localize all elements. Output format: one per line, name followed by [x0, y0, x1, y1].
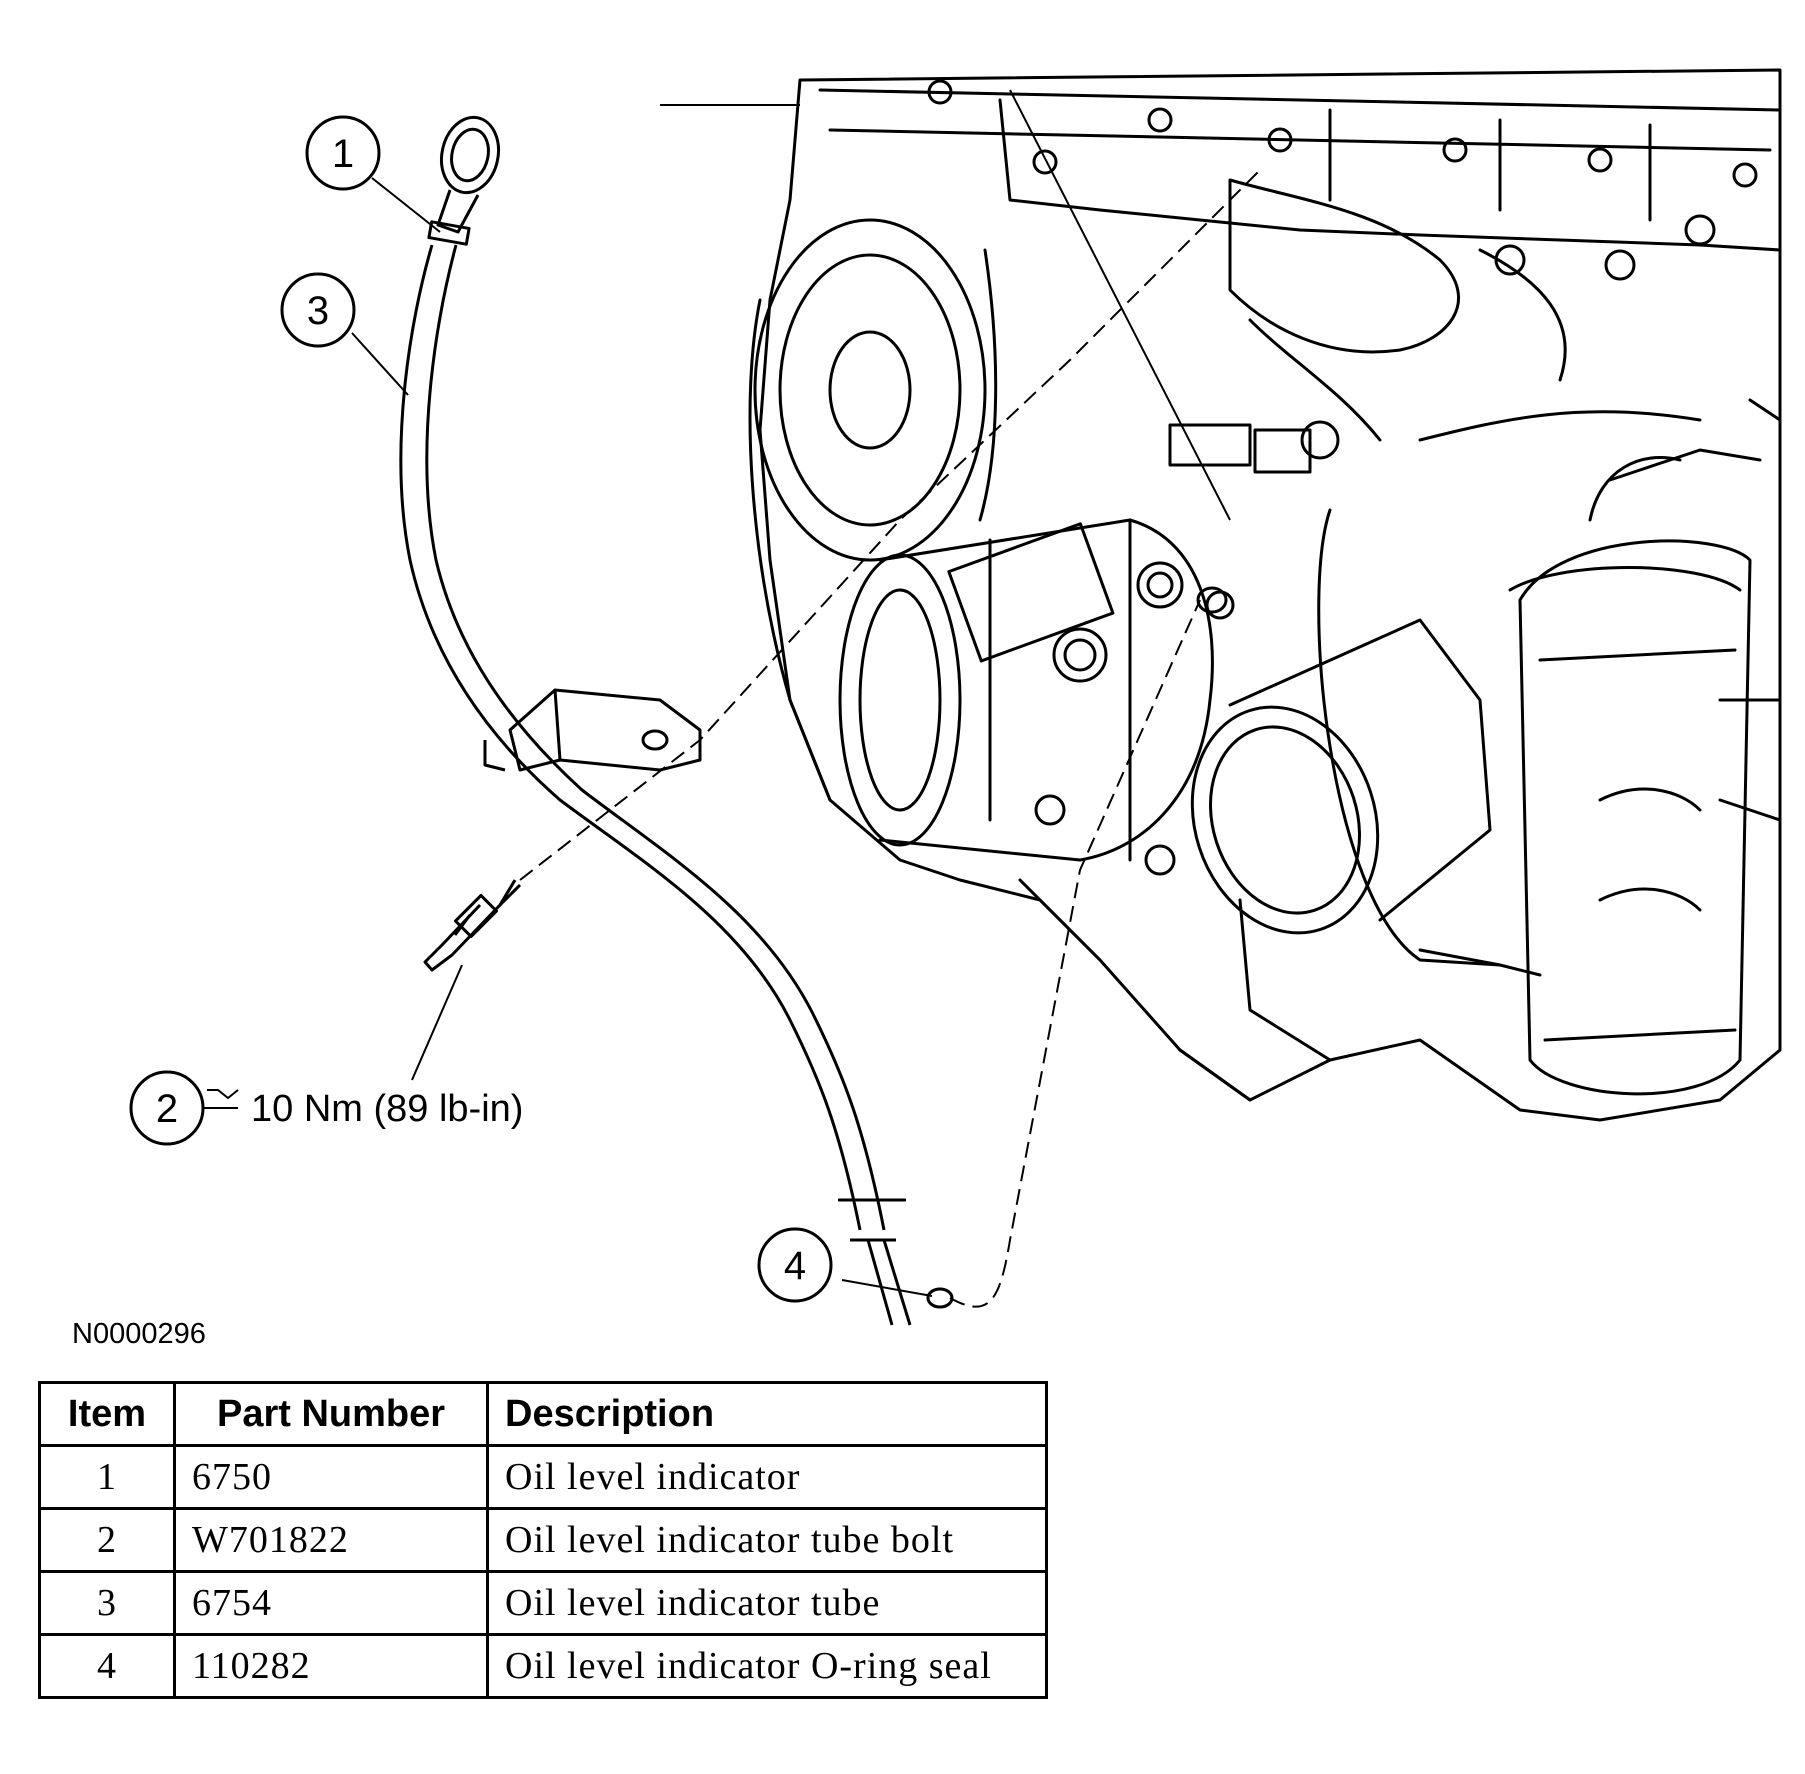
callout-4: 4	[757, 1227, 833, 1303]
reference-lines	[660, 89, 1231, 521]
figure-id: N0000296	[72, 1318, 206, 1350]
row-item: 3	[38, 1570, 176, 1636]
row-part-number: 6750	[173, 1444, 489, 1510]
assembly-guide-lines	[519, 169, 1261, 1308]
callout-4-number: 4	[784, 1244, 806, 1288]
callout-1-number: 1	[332, 132, 354, 176]
row-item: 4	[38, 1633, 176, 1699]
table-row: 3 6754 Oil level indicator tube	[38, 1570, 1048, 1636]
parts-table: Item Part Number Description 1 6750 Oil …	[38, 1381, 1048, 1699]
row-item: 2	[38, 1507, 176, 1573]
row-description: Oil level indicator tube bolt	[486, 1507, 1048, 1573]
o-ring-seal	[926, 1287, 954, 1309]
row-item: 1	[38, 1444, 176, 1510]
row-description: Oil level indicator	[486, 1444, 1048, 1510]
oil-level-indicator-handle	[427, 115, 501, 246]
engine-assembly	[748, 68, 1782, 1122]
table-header-row: Item Part Number Description	[38, 1381, 1048, 1447]
table-row: 1 6750 Oil level indicator	[38, 1444, 1048, 1510]
row-description: Oil level indicator tube	[486, 1570, 1048, 1636]
table-row: 4 110282 Oil level indicator O-ring seal	[38, 1633, 1048, 1699]
callout-3: 3	[280, 272, 356, 348]
torque-spec: 10 Nm (89 lb-in)	[251, 1088, 523, 1130]
row-description: Oil level indicator O-ring seal	[486, 1633, 1048, 1699]
callout-2-number: 2	[156, 1087, 178, 1131]
table-row: 2 W701822 Oil level indicator tube bolt	[38, 1507, 1048, 1573]
leader-lines	[207, 177, 933, 1297]
header-item: Item	[38, 1381, 176, 1447]
callout-3-number: 3	[307, 289, 329, 333]
exploded-view-illustration: 1 3 2 10 Nm (89 lb-in) 4	[129, 68, 1782, 1326]
row-part-number: W701822	[173, 1507, 489, 1573]
callout-2: 2 10 Nm (89 lb-in)	[129, 1070, 523, 1146]
oil-level-indicator-tube	[399, 244, 912, 1326]
row-part-number: 110282	[173, 1633, 489, 1699]
header-description: Description	[486, 1381, 1048, 1447]
tube-bolt	[423, 879, 522, 972]
header-part-number: Part Number	[173, 1381, 489, 1447]
row-part-number: 6754	[173, 1570, 489, 1636]
callout-1: 1	[305, 115, 381, 191]
